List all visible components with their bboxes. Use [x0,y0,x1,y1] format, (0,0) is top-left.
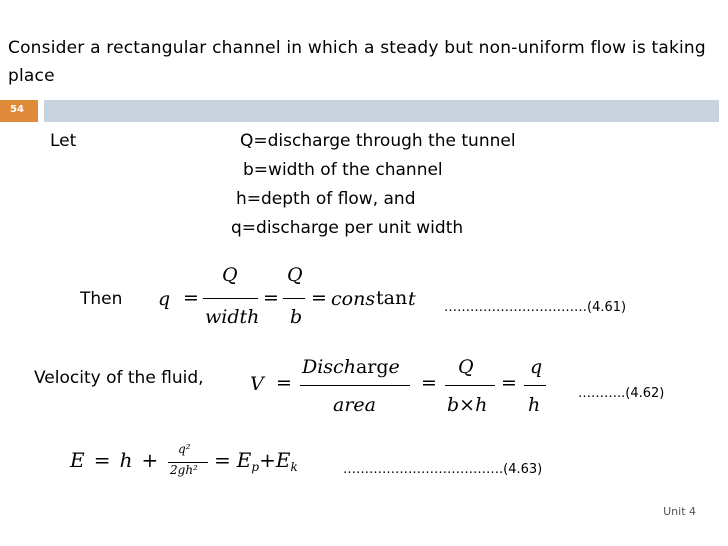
definition-h-depth: h=depth of flow, and [236,189,416,209]
eq462-frac1-numerator: Discharge [302,356,400,378]
eq463-formula: E = h + [70,448,162,472]
eq461-equals-3: = [311,287,327,309]
slide-title: Consider a rectangular channel in which … [8,38,706,86]
eq461-constant-part1: cons [331,288,376,310]
eq462-frac1-line [300,385,410,387]
eq462-num-part3: e [388,356,400,378]
eq461-constant-part2: tan [376,287,408,309]
eq463-ep: E [236,448,252,472]
eq463-lhs-e: E [70,448,85,472]
then-label: Then [80,289,123,309]
definition-q-discharge: Q=discharge through the tunnel [240,131,516,151]
eq463-plus-2: + [259,448,276,472]
let-label: Let [50,131,77,151]
eq462-num-part1: Disch [302,356,356,378]
eq463-numerator: q² [178,442,191,456]
eq463-reference: ……………………………….(4.63) [343,462,543,477]
eq463-ep-subscript: p [251,460,260,475]
eq462-reference: ………..(4.62) [578,386,665,401]
eq463-rhs: =Ep+Ek [214,448,298,474]
eq461-frac2-denominator: b [290,306,303,328]
eq463-plus-1: + [141,448,159,472]
eq463-ek: E [275,448,291,472]
eq463-ek-subscript: k [290,460,298,475]
eq462-num-part2: arg [355,356,389,378]
header-bar [44,100,719,122]
slide-number-badge: 54 [0,100,38,122]
eq463-denominator: 2gh² [170,463,198,477]
eq462-equals-2: = [421,372,437,394]
eq461-reference: ……………………………(4.61) [444,300,627,315]
eq462-frac2-numerator: Q [458,356,474,378]
eq462-equals-3: = [501,372,517,394]
eq462-frac1-denominator: area [333,394,376,416]
definition-q-unit-width: q=discharge per unit width [231,218,464,238]
eq461-frac1-line [203,298,258,300]
eq461-frac2-line [283,298,305,300]
eq463-h: h [119,448,133,472]
eq462-equals-1: = [276,372,292,394]
eq462-frac2-denominator: b×h [447,394,488,416]
velocity-label: Velocity of the fluid, [34,368,204,388]
definition-b-width: b=width of the channel [243,160,443,180]
eq461-lhs-q: q [158,288,171,310]
eq462-lhs-v: V [250,373,264,395]
eq462-frac3-denominator: h [528,394,541,416]
eq463-equals-2: = [214,448,231,472]
eq463-equals-1: = [93,448,111,472]
eq461-constant-part3: t [408,288,416,310]
eq461-frac2-numerator: Q [287,264,303,286]
eq461-equals-2: = [263,287,279,309]
eq461-frac1-denominator: width [205,306,260,328]
eq462-frac3-numerator: q [530,356,543,378]
eq463-frac-line [168,462,208,463]
footer-unit-label: Unit 4 [663,505,696,518]
eq462-frac3-line [524,385,546,387]
slide-number: 54 [10,104,24,115]
eq462-frac2-line [445,385,495,387]
eq461-frac1-numerator: Q [222,264,238,286]
eq461-equals-1: = [183,287,199,309]
